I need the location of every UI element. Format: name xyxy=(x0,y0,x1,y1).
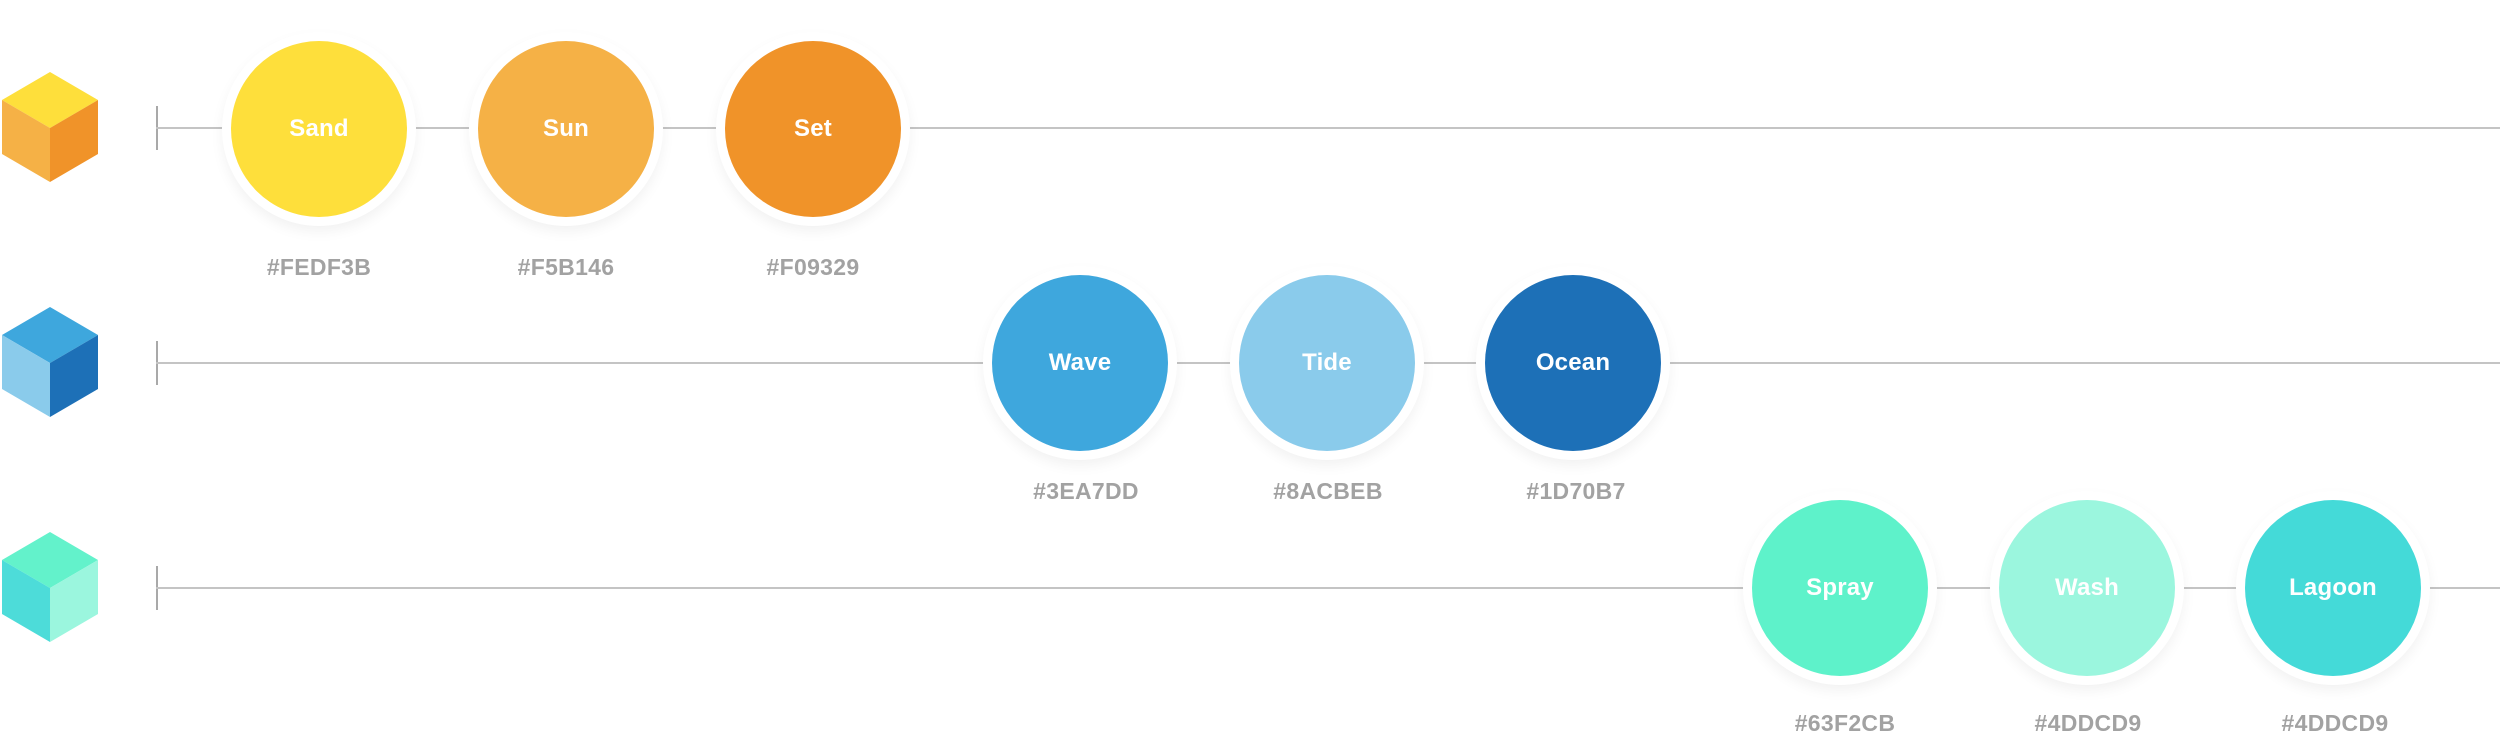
color-swatch-sand[interactable]: Sand xyxy=(231,41,407,217)
palette-row-lagoon: Spray #63F2CB Wash #4DDCD9 Lagoon #4DDCD… xyxy=(0,460,2500,736)
timeline-line xyxy=(156,127,2500,129)
cube-right-face xyxy=(50,560,98,642)
hex-code: #3EA7DD xyxy=(1033,478,1139,504)
color-swatch-tide[interactable]: Tide xyxy=(1239,275,1415,451)
color-swatch-set[interactable]: Set xyxy=(725,41,901,217)
hex-code: #4DDCD9 xyxy=(2281,710,2389,736)
palette-row-ocean: Wave #3EA7DD Tide #8ACBEB Ocean #1D70B7 xyxy=(0,235,2500,504)
swatch-label: Lagoon xyxy=(2289,574,2377,601)
color-swatch-wash[interactable]: Wash xyxy=(1999,500,2175,676)
cube-right-face xyxy=(50,335,98,417)
swatch-label: Wave xyxy=(1048,349,1112,376)
timeline-line xyxy=(156,587,2500,589)
swatch-label: Wash xyxy=(2055,574,2119,601)
palette-row-warm: Sand #FEDF3B Sun #F5B146 Set #F09329 xyxy=(0,0,2500,280)
swatch-label: Sun xyxy=(543,115,589,142)
color-swatch-wave[interactable]: Wave xyxy=(992,275,1168,451)
cube-right-face xyxy=(50,100,98,182)
cube-left-face xyxy=(2,100,50,182)
hex-code: #63F2CB xyxy=(1794,710,1896,736)
cube-icon xyxy=(2,532,98,642)
hex-code: #8ACBEB xyxy=(1273,478,1383,504)
hex-code: #FEDF3B xyxy=(266,254,372,280)
cube-left-face xyxy=(2,560,50,642)
cube-icon xyxy=(2,72,98,182)
swatch-label: Ocean xyxy=(1535,349,1611,376)
cube-left-face xyxy=(2,335,50,417)
swatch-label: Sand xyxy=(289,115,349,142)
color-swatch-sun[interactable]: Sun xyxy=(478,41,654,217)
color-swatch-spray[interactable]: Spray xyxy=(1752,500,1928,676)
swatch-label: Spray xyxy=(1806,574,1874,601)
color-swatch-ocean[interactable]: Ocean xyxy=(1485,275,1661,451)
cube-icon xyxy=(2,307,98,417)
swatch-label: Set xyxy=(794,115,832,142)
color-swatch-lagoon[interactable]: Lagoon xyxy=(2245,500,2421,676)
hex-code: #4DDCD9 xyxy=(2034,710,2142,736)
hex-code: #F5B146 xyxy=(517,254,615,280)
swatch-label: Tide xyxy=(1302,349,1352,376)
hex-code: #F09329 xyxy=(766,254,860,280)
hex-code: #1D70B7 xyxy=(1526,478,1626,504)
